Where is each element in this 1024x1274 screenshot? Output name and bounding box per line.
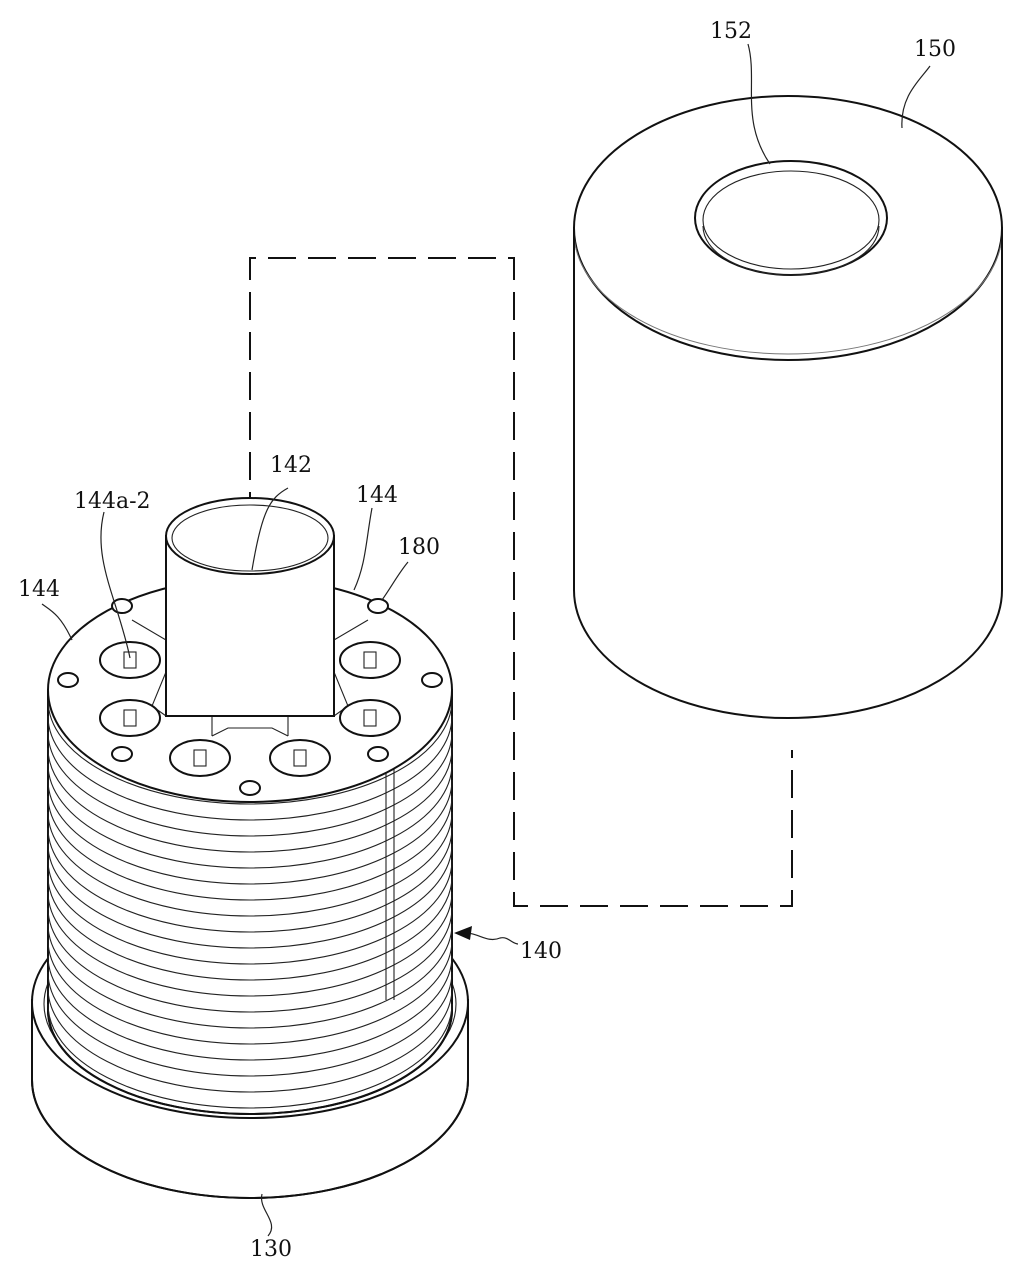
hole-pin xyxy=(269,739,331,777)
hole-pin xyxy=(339,699,401,737)
cover-opening-152 xyxy=(694,160,888,276)
label-150: 150 xyxy=(914,37,956,62)
bolts-180 xyxy=(57,598,443,796)
label-130: 130 xyxy=(250,1237,292,1262)
label-144-right: 144 xyxy=(356,483,398,508)
assembly-dashed-line xyxy=(249,257,793,907)
leader-142 xyxy=(251,487,289,571)
label-144a-2: 144a-2 xyxy=(74,489,151,514)
hole-pin xyxy=(169,739,231,777)
label-142: 142 xyxy=(270,453,312,478)
leader-150 xyxy=(901,65,931,129)
label-140: 140 xyxy=(520,939,562,964)
leader-180 xyxy=(381,561,409,601)
hole-pin xyxy=(99,641,161,679)
stack-holes xyxy=(99,641,401,777)
label-180: 180 xyxy=(398,535,440,560)
hole-pin xyxy=(99,699,161,737)
leader-152 xyxy=(747,43,771,165)
label-144-left: 144 xyxy=(18,577,60,602)
leader-144a2 xyxy=(100,511,131,659)
leader-130 xyxy=(261,1193,273,1237)
leader-144-left xyxy=(41,603,73,641)
hole-pin xyxy=(339,641,401,679)
cover-150 xyxy=(573,95,1003,719)
leader-144-right xyxy=(353,507,373,591)
label-140-pointer xyxy=(454,926,519,945)
label-152: 152 xyxy=(710,19,752,44)
stack-body-140 xyxy=(47,689,453,1115)
central-tube-142 xyxy=(165,497,335,717)
